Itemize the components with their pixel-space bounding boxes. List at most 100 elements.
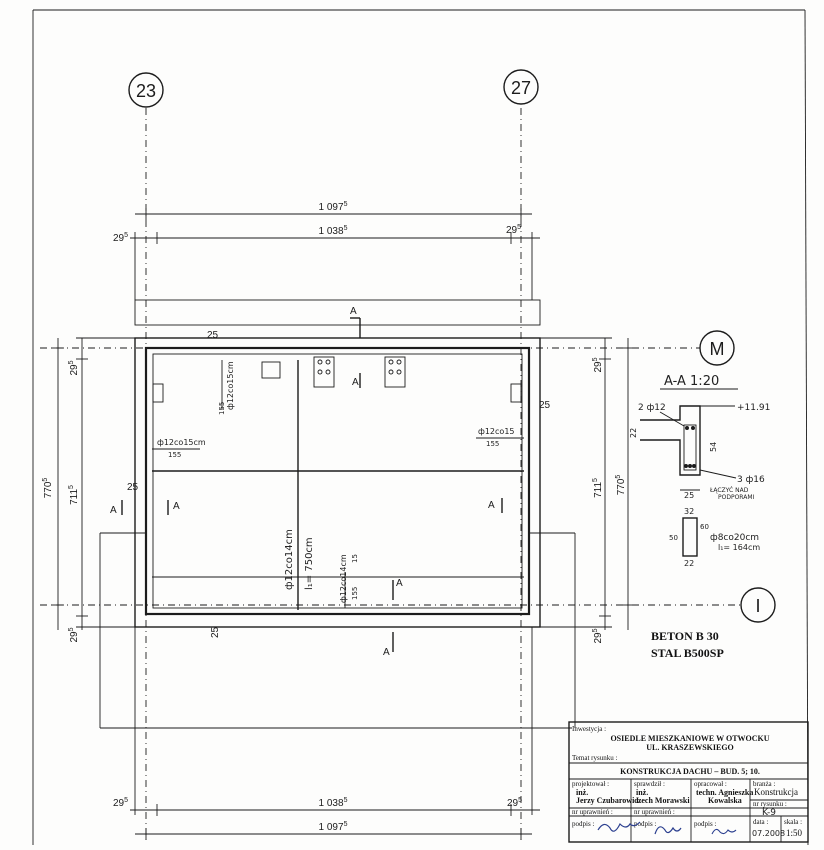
title-block: Inwestycja : OSIEDLE MIESZKANIOWE W OTWO… <box>568 721 809 843</box>
section-top-bars: 2 ф12 <box>638 403 666 413</box>
rebar-right-length: 155 <box>486 440 499 448</box>
section-mark-bottom-inner: A <box>396 578 403 589</box>
offset-25-top: 25 <box>207 330 219 341</box>
tb-checker-name: Lech Morawski <box>636 796 690 805</box>
tb-designer-title: inż. <box>576 788 588 797</box>
dim-inner-bottom: 1 0385 <box>319 797 348 809</box>
dim-left-outer: 7705 <box>42 478 54 499</box>
dim-overall-top: 1 0975 <box>319 201 348 213</box>
axis-bubble-M: M <box>699 330 735 366</box>
section-note-line1: ŁĄCZYĆ NAD <box>709 487 749 494</box>
dim-right-outer: 7705 <box>615 475 627 496</box>
section-dim-25: 25 <box>684 491 694 500</box>
tb-signature2-label: podpis : <box>634 820 656 828</box>
stirrup-dim-50: 50 <box>669 534 678 542</box>
rebar-bottom-length: 155 <box>351 587 359 600</box>
tb-drafter-label: opracował : <box>694 780 727 788</box>
tb-drawing-no: K-9 <box>762 808 776 818</box>
tb-perm1-label: nr uprawnień : <box>572 808 613 816</box>
tb-project-line2: UL. KRASZEWSKIEGO <box>646 743 734 752</box>
top-dimensions <box>130 208 540 300</box>
section-mark-left: A <box>110 505 117 516</box>
section-dim-22: 22 <box>629 428 638 438</box>
dim-inner-top: 1 0385 <box>319 225 348 237</box>
section-dim-54: 54 <box>709 442 718 452</box>
dim-right-inner: 7115 <box>592 478 604 498</box>
axis-lines <box>40 108 740 840</box>
axis-label-M: M <box>710 339 725 359</box>
rebar-left-spec: ф12co15cm <box>157 438 206 447</box>
rebar-bottom-spec: ф12co14cm <box>339 554 348 603</box>
materials: BETON B 30 STAL B500SP <box>651 629 724 660</box>
offset-25-bottom: 25 <box>210 626 221 638</box>
rebar-right-spec: ф12co15 <box>478 427 515 436</box>
tb-project-line1: OSIEDLE MIESZKANIOWE W OTWOCKU <box>610 734 769 743</box>
tb-perm2-label: nr uprawnień : <box>634 808 675 816</box>
stirrup-spec: ф8co20cm <box>710 533 759 543</box>
tb-drafter-line1: techn. Agnieszka <box>696 788 753 797</box>
tb-drawing-no-label: nr rysunku : <box>753 800 787 808</box>
tb-scale: 1:50 <box>786 828 803 838</box>
tb-checker-title: inż. <box>636 788 648 797</box>
section-mark-right: A <box>488 500 495 511</box>
tb-branch-label: branża : <box>753 780 775 788</box>
section-mark-top-inner: A <box>352 377 359 388</box>
tb-date-label: data : <box>753 818 768 826</box>
axis-label-27: 27 <box>511 78 531 98</box>
offset-25-right: 25 <box>539 400 551 411</box>
axis-bubble-I: I <box>740 587 776 623</box>
tb-branch: Konstrukcja <box>754 787 798 797</box>
dim-left-inner: 7115 <box>68 485 80 505</box>
axis-label-I: I <box>755 596 760 616</box>
dim-left-edge-bottom: 295 <box>68 627 80 642</box>
tb-drafter-line2: Kowalska <box>708 796 742 805</box>
section-title: A-A 1:20 <box>664 374 719 389</box>
rebar-top-spec: ф12co15cm <box>226 361 235 410</box>
dim-bottom-edge-right: 295 <box>507 797 522 809</box>
tb-subject-label: Temat rysunku : <box>572 754 617 762</box>
dim-overall-bottom: 1 0975 <box>319 821 348 833</box>
right-dimensions <box>540 337 634 630</box>
stirrup-length: l₁= 164cm <box>718 543 760 552</box>
slab-plan <box>99 299 576 729</box>
rebar-bottom-15: 15 <box>351 554 359 563</box>
dim-right-edge-bottom: 295 <box>592 628 604 643</box>
dim-edge-right: 295 <box>506 224 521 236</box>
tb-designer-label: projektował : <box>572 780 609 788</box>
material-concrete: BETON B 30 <box>651 629 719 643</box>
dim-bottom-edge-left: 295 <box>113 797 128 809</box>
left-dimensions <box>52 337 135 630</box>
section-note-line2: PODPORAMI <box>718 494 755 501</box>
rebar-left-length: 155 <box>168 451 181 459</box>
signature-designer <box>597 821 641 832</box>
rebar-mid-length: l₁= 750cm <box>304 537 315 590</box>
tb-designer-name: Jerzy Czubarowicz <box>576 796 642 805</box>
rebar-mid-spec: ф12co14cm <box>284 529 295 590</box>
rebar-top-length: 155 <box>218 402 226 415</box>
tb-subject: KONSTRUKCJA DACHU – BUD. 5; 10. <box>620 767 760 776</box>
dim-right-edge-top: 295 <box>592 357 604 372</box>
offset-25-left: 25 <box>127 482 139 493</box>
section-mark-bottom: A <box>383 647 390 658</box>
tb-investor-label: Inwestycja : <box>572 725 606 733</box>
bottom-dimensions <box>130 627 540 840</box>
section-mark-top: A <box>350 306 357 317</box>
sheet-border <box>32 9 809 846</box>
material-steel: STAL B500SP <box>651 646 724 660</box>
axis-bubble-23: 23 <box>128 72 164 108</box>
tb-signature-label: podpis : <box>572 820 594 828</box>
section-level: +11.91 <box>737 403 770 413</box>
tb-scale-label: skala : <box>784 818 802 826</box>
stirrup-dim-60: 60 <box>700 523 709 531</box>
dim-left-edge-top: 295 <box>68 360 80 375</box>
tb-date: 07.2008 <box>752 829 785 838</box>
dim-edge-left: 295 <box>113 232 128 244</box>
stirrup-dim-32: 32 <box>684 507 694 516</box>
tb-checker-label: sprawdził : <box>634 780 665 788</box>
tb-signature3-label: podpis : <box>694 820 716 828</box>
axis-label-23: 23 <box>136 81 156 101</box>
section-marks <box>121 317 503 652</box>
section-mark-left-inner: A <box>173 501 180 512</box>
